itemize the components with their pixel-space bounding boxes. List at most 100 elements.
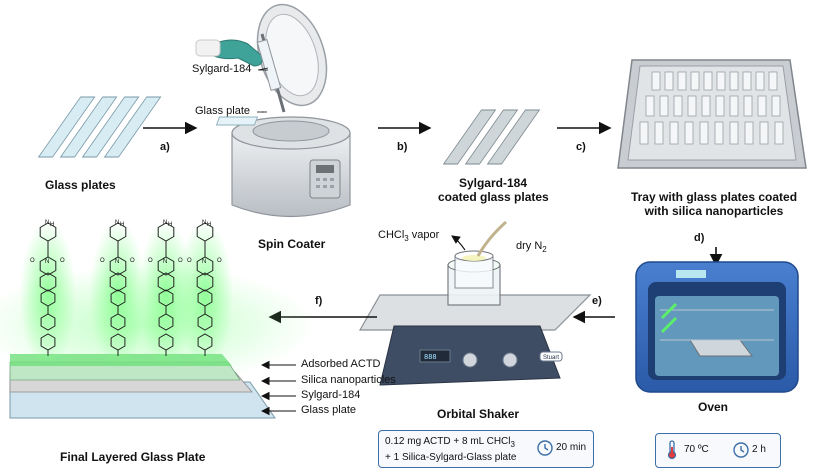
label-sylgard-184: Sylgard-184 [192, 63, 252, 75]
shaker-brand-label: Stuart [543, 355, 559, 361]
shaker-time: 20 min [556, 442, 587, 453]
layer-label-adsorbed: Adsorbed ACTD [301, 358, 381, 370]
tray-plate [729, 121, 739, 145]
step-d-label: d) [694, 232, 705, 244]
layer-label-glass: Glass plate [301, 404, 357, 416]
oven-illustration [635, 261, 799, 393]
step-f-label: f) [315, 295, 323, 307]
atom-label: N [163, 259, 167, 265]
oven-time: 2 h [752, 444, 766, 455]
label-glass-plate: Glass plate [195, 105, 251, 117]
atom-label: O [148, 258, 153, 264]
tray-plate [715, 95, 725, 117]
svg-text:888: 888 [424, 353, 437, 361]
oven-conditions-box: 70 ºC 2 h [655, 433, 781, 468]
layer-pointers [260, 360, 296, 416]
label-chcl3-vapor: CHCl3 vapor [378, 229, 440, 244]
atom-label: N [115, 259, 119, 265]
tray-plate [729, 71, 739, 91]
caption-tray-line2: with silica nanoparticles [644, 204, 784, 218]
caption-orbital-shaker: Orbital Shaker [437, 407, 520, 421]
tray-plate [729, 95, 739, 117]
tray-plate [759, 121, 769, 145]
shaker-conditions-line2: + 1 Silica-Sylgard-Glass plate [385, 452, 517, 463]
shaker-conditions-text: 0.12 mg ACTD + 8 mL CHCl3 + 1 Silica-Syl… [385, 435, 516, 464]
tray-plate [768, 71, 778, 91]
tray-plate [755, 71, 765, 91]
caption-tray: Tray with glass plates coated with silic… [614, 190, 814, 218]
tray-plate [742, 71, 752, 91]
caption-glass-plates: Glass plates [45, 178, 116, 192]
atom-label: N [202, 220, 206, 226]
clock-icon [733, 442, 749, 458]
caption-final-plate: Final Layered Glass Plate [60, 450, 206, 464]
atom-label: O [60, 258, 65, 264]
clock-icon [537, 440, 553, 456]
tray-illustration [617, 59, 807, 169]
atom-label: H [168, 222, 172, 228]
actd-molecules: HNOONHNOONHNOONHNOON [20, 220, 233, 370]
spin-coater-illustration [195, 3, 351, 218]
shaker-conditions-line1: 0.12 mg ACTD + 8 mL CHCl3 [385, 436, 515, 449]
glass-plates-illustration [37, 96, 162, 158]
caption-sylgard-coated: Sylgard-184 coated glass plates [438, 176, 549, 204]
tray-plate [714, 121, 724, 145]
tray-plate [701, 95, 711, 117]
tray-plate [664, 71, 674, 91]
layer-label-silica: Silica nanoparticles [301, 374, 396, 386]
tray-plate [659, 95, 669, 117]
step-b-label: b) [397, 141, 408, 153]
tray-plate [669, 121, 679, 145]
atom-label: O [30, 258, 35, 264]
label-dry-n2: dry N2 [516, 240, 547, 255]
oven-temperature: 70 ºC [684, 444, 709, 455]
caption-sylgard-coated-line1: Sylgard-184 [458, 176, 528, 190]
tray-plate [673, 95, 683, 117]
tray-plate [684, 121, 694, 145]
step-a-label: a) [160, 141, 170, 153]
atom-label: O [187, 258, 192, 264]
tray-plate [757, 95, 767, 117]
atom-label: O [217, 258, 222, 264]
atom-label: N [163, 220, 167, 226]
tray-plate [677, 71, 687, 91]
tray-plate [687, 95, 697, 117]
atom-label: O [130, 258, 135, 264]
thermometer-icon [667, 440, 677, 460]
tray-plate [703, 71, 713, 91]
tray-plate [654, 121, 664, 145]
tray-plate [774, 121, 784, 145]
tray-plate [690, 71, 700, 91]
sylgard-coated-plates-illustration [442, 109, 541, 165]
step-e-label: e) [592, 295, 602, 307]
atom-label: N [45, 220, 49, 226]
atom-label: N [202, 259, 206, 265]
caption-oven: Oven [698, 400, 729, 414]
tray-plate [699, 121, 709, 145]
caption-tray-line1: Tray with glass plates coated [630, 190, 798, 204]
tray-plate [743, 95, 753, 117]
atom-label: H [120, 222, 124, 228]
caption-spin-coater: Spin Coater [258, 237, 326, 251]
atom-label: H [50, 222, 54, 228]
shaker-conditions-box: 0.12 mg ACTD + 8 mL CHCl3 + 1 Silica-Syl… [378, 430, 594, 468]
step-c-label: c) [576, 141, 586, 153]
atom-label: O [100, 258, 105, 264]
tray-plate [639, 121, 649, 145]
tray-plate [771, 95, 781, 117]
caption-sylgard-coated-line2: coated glass plates [438, 190, 549, 204]
tray-plate [651, 71, 661, 91]
orbital-shaker-illustration: 888 Stuart [358, 220, 592, 386]
atom-label: N [115, 220, 119, 226]
tray-plate [645, 95, 655, 117]
tray-plate [716, 71, 726, 91]
tray-plate [744, 121, 754, 145]
atom-label: H [207, 222, 211, 228]
layer-label-sylgard: Sylgard-184 [301, 389, 361, 401]
atom-label: N [45, 259, 49, 265]
